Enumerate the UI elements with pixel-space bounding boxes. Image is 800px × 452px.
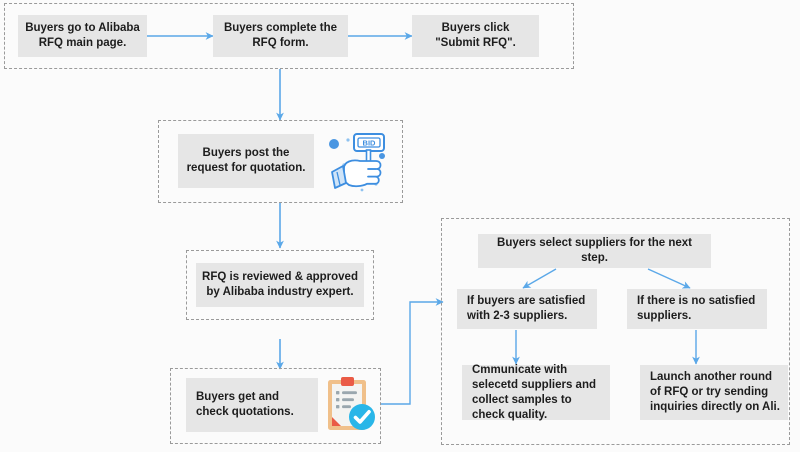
node-complete-form[interactable]: Buyers complete the RFQ form. — [213, 15, 348, 57]
arrow-select-to-satisfied — [522, 268, 557, 289]
node-branch-not-satisfied[interactable]: If there is no satisfied suppliers. — [627, 289, 767, 329]
node-go-to-main-page[interactable]: Buyers go to Alibaba RFQ main page. — [18, 15, 147, 57]
stage-2-group — [158, 120, 403, 203]
stage-1-group — [4, 3, 574, 69]
node-post-request[interactable]: Buyers post the request for quotation. — [178, 134, 314, 188]
node-get-check-quotations[interactable]: Buyers get and check quotations. — [186, 378, 318, 432]
node-action-relaunch[interactable]: Launch another round of RFQ or try sendi… — [640, 365, 788, 420]
stage-5-group — [441, 218, 790, 445]
hand-holding-bid-paddle-icon: BID — [324, 128, 392, 196]
stage-4-group — [170, 368, 381, 444]
node-submit-rfq[interactable]: Buyers click "Submit RFQ". — [412, 15, 539, 57]
node-branch-satisfied[interactable]: If buyers are satisfied with 2-3 supplie… — [457, 289, 597, 329]
arrow-quotations-to-panel — [381, 298, 444, 405]
node-action-communicate[interactable]: Cmmunicate with selecetd suppliers and c… — [462, 364, 610, 421]
stage-3-group — [186, 250, 374, 320]
arrow-select-to-not-satisfied — [647, 268, 691, 289]
svg-text:BID: BID — [363, 138, 377, 147]
clipboard-check-icon — [320, 374, 382, 436]
node-reviewed-approved[interactable]: RFQ is reviewed & approved by Alibaba in… — [196, 263, 364, 307]
node-select-suppliers[interactable]: Buyers select suppliers for the next ste… — [478, 234, 711, 268]
